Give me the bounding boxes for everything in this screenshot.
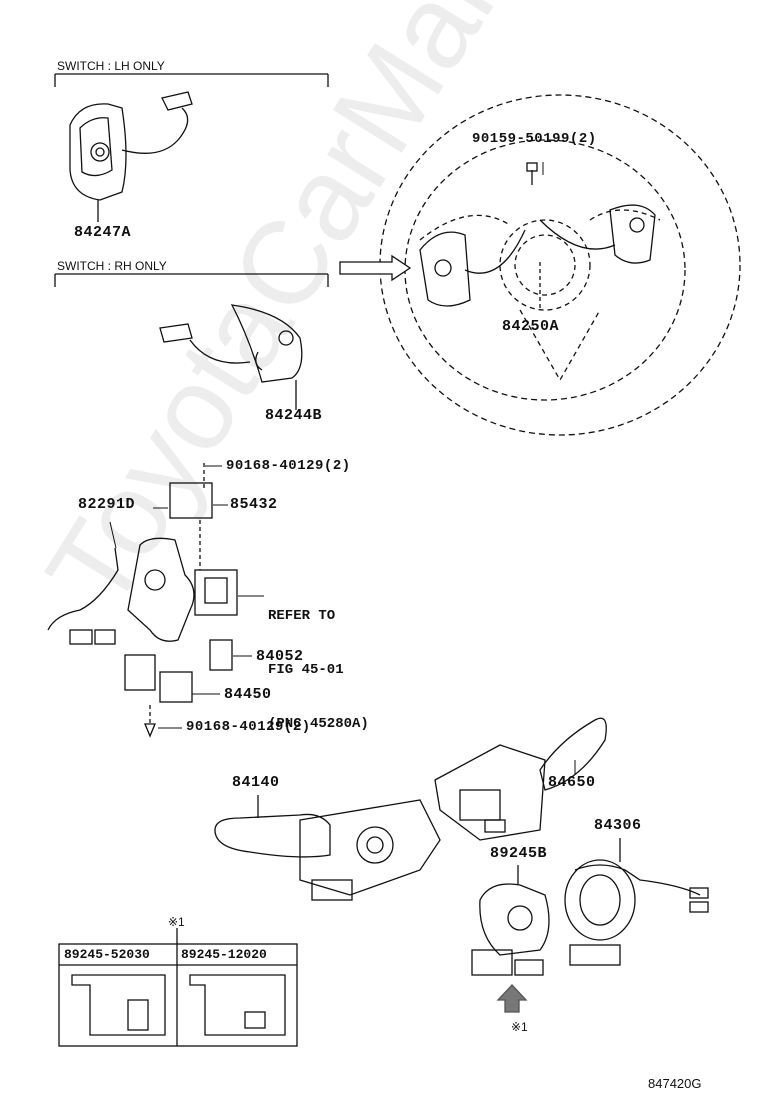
part-84140[interactable]: 84140 (232, 774, 280, 791)
part-84052[interactable]: 84052 (256, 648, 304, 665)
table-col-89245-12020[interactable]: 89245-12020 (181, 947, 267, 962)
arrow-to-wheel-icon (339, 254, 412, 282)
steering-wheel (379, 94, 741, 436)
figure-code: 847420G (648, 1076, 702, 1091)
part-84650[interactable]: 84650 (548, 774, 596, 791)
header-rh-only: SWITCH : RH ONLY (57, 259, 167, 273)
part-84306[interactable]: 84306 (594, 817, 642, 834)
part-84244B[interactable]: 84244B (265, 407, 323, 424)
refer-line-2[interactable]: FIG 45-01 (268, 662, 344, 678)
lh-bracket (54, 73, 329, 87)
turn-signal-switch (214, 795, 441, 901)
part-84247A[interactable]: 84247A (74, 224, 132, 241)
refer-note: REFER TO FIG 45-01 (PNC 45280A) (268, 571, 369, 751)
steering-sensor (471, 865, 550, 976)
refer-line-3: (PNC 45280A) (268, 716, 369, 732)
table-col-89245-52030[interactable]: 89245-52030 (64, 947, 150, 962)
part-90168-40129-bottom[interactable]: 90168-40129(2) (186, 719, 311, 735)
part-90159-50199[interactable]: 90159-50199(2) (472, 131, 597, 147)
part-82291D[interactable]: 82291D (78, 496, 136, 513)
rh-switch-part (159, 304, 303, 410)
refer-line-1: REFER TO (268, 608, 336, 624)
note-marker-arrow: ※1 (511, 1020, 528, 1034)
part-84450[interactable]: 84450 (224, 686, 272, 703)
part-84250A[interactable]: 84250A (502, 318, 560, 335)
lh-switch-part (69, 91, 193, 222)
wiper-switch (434, 717, 607, 841)
ignition-assembly (47, 463, 238, 738)
part-85432[interactable]: 85432 (230, 496, 278, 513)
part-90168-40129-top[interactable]: 90168-40129(2) (226, 458, 351, 474)
variant-table (58, 928, 298, 1047)
rh-bracket (54, 273, 329, 287)
leader-lines (109, 162, 576, 775)
arrow-up-icon (496, 984, 528, 1013)
spiral-cable (564, 838, 709, 966)
note-marker-table: ※1 (168, 915, 185, 929)
part-89245B[interactable]: 89245B (490, 845, 548, 862)
header-lh-only: SWITCH : LH ONLY (57, 59, 165, 73)
